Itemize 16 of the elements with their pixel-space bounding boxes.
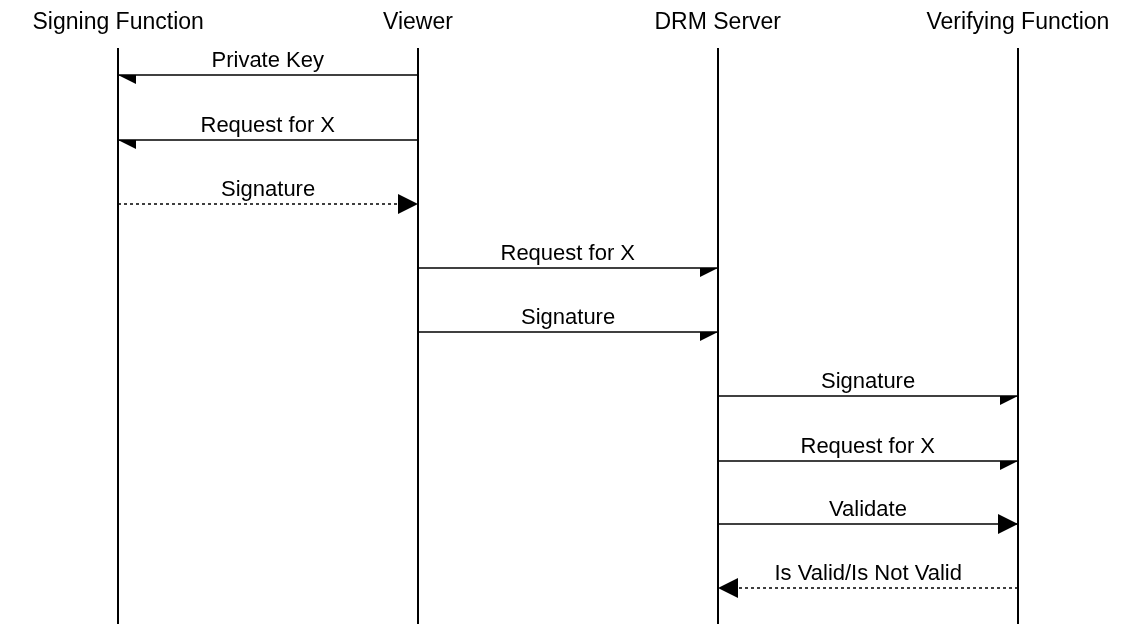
participant-name: Viewer <box>383 7 453 36</box>
message-arrow <box>417 331 719 341</box>
message-arrow <box>117 139 419 149</box>
participant-name: DRM Server <box>654 7 782 36</box>
participant-name: Signing Function <box>32 7 204 36</box>
participant-name: Verifying Function <box>926 7 1110 36</box>
message-arrow <box>117 74 419 84</box>
message-label: Signature <box>819 369 918 393</box>
return-message-arrow <box>117 194 419 214</box>
message-arrow <box>417 267 719 277</box>
message-label: Signature <box>519 305 618 329</box>
return-message-arrow <box>717 578 1019 598</box>
message-arrow <box>717 395 1019 405</box>
message-arrow <box>717 514 1019 534</box>
message-arrow <box>717 460 1019 470</box>
message-label: Signature <box>219 177 318 201</box>
